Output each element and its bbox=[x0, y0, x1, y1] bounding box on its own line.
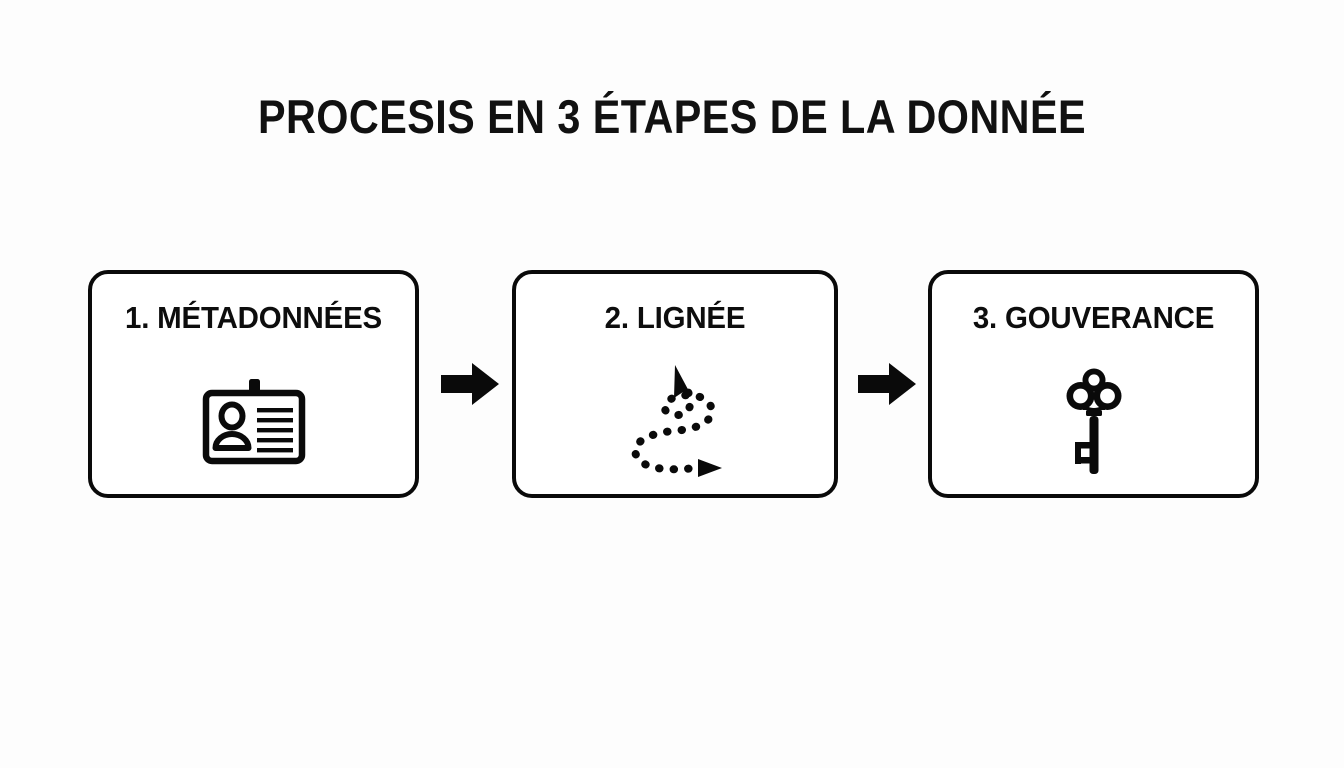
step-box-metadonnees[interactable]: 1. MÉTADONNÉES bbox=[88, 270, 419, 498]
step-label-1: 1. MÉTADONNÉES bbox=[125, 300, 382, 335]
step-label-2: 2. LIGNÉE bbox=[604, 300, 746, 335]
step-box-gouverance[interactable]: 3. GOUVERANCE bbox=[928, 270, 1259, 498]
step-box-lignee[interactable]: 2. LIGNÉE bbox=[512, 270, 838, 498]
page-title: PROCESIS EN 3 ÉTAPES DE LA DONNÉE bbox=[257, 90, 1087, 143]
winding-dotted-path-icon bbox=[516, 362, 834, 482]
key-icon bbox=[932, 362, 1255, 482]
arrow-right-icon-2 bbox=[856, 360, 918, 408]
step-label-3: 3. GOUVERANCE bbox=[972, 300, 1215, 335]
arrow-right-icon-1 bbox=[439, 360, 501, 408]
id-badge-icon bbox=[92, 362, 415, 482]
